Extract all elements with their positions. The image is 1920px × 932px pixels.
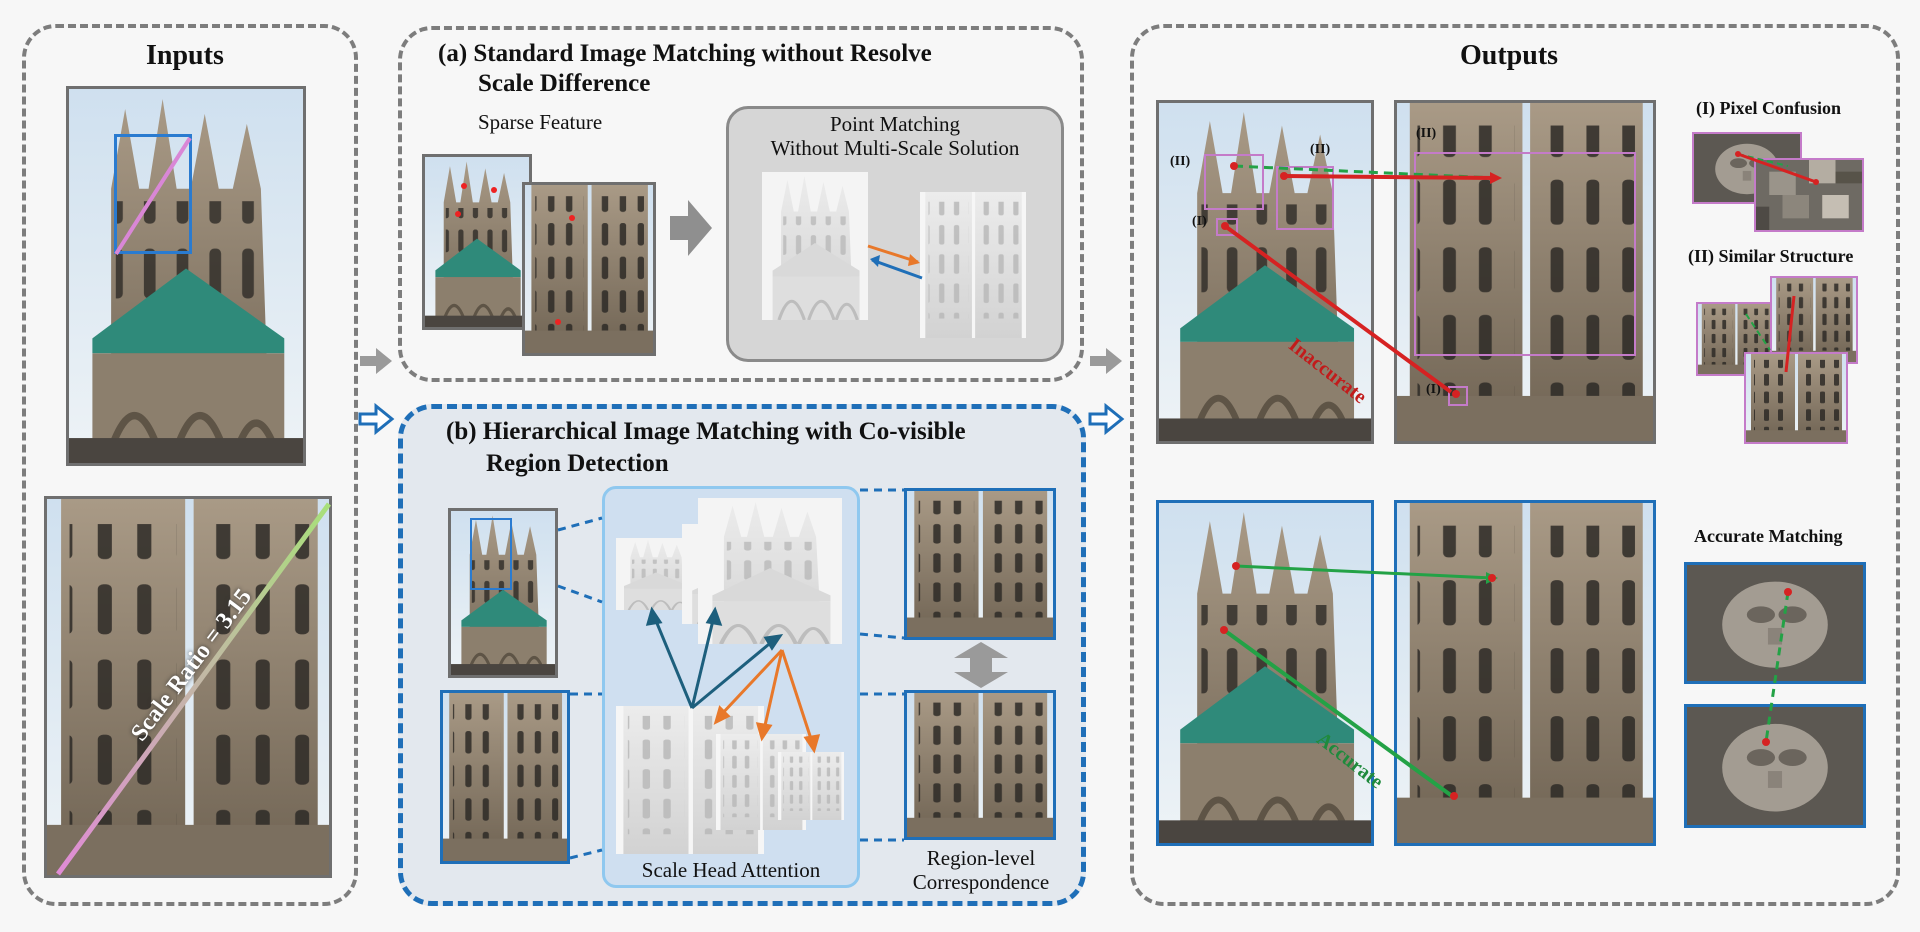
region-correspondence-arrow <box>954 642 1008 688</box>
input-crop-box <box>114 134 192 254</box>
panel-a-title-line2: Scale Difference <box>478 70 651 97</box>
output-bottom-facade <box>1156 500 1374 846</box>
panel-a <box>398 26 1084 382</box>
panel-b-title-line2: Region Detection <box>486 450 669 477</box>
inputs-panel <box>22 24 358 906</box>
input-image-tower <box>44 496 332 878</box>
similar-structure-title: (II) Similar Structure <box>1688 246 1854 266</box>
input-image-full-facade <box>66 86 306 466</box>
accurate-matching-title: Accurate Matching <box>1694 526 1843 546</box>
panel-b-dashed-connectors <box>557 488 905 860</box>
arrow-b-to-outputs <box>1088 402 1125 436</box>
panel-b-region-bottom <box>904 690 1056 840</box>
panel-a-title-line1: (a) Standard Image Matching without Reso… <box>438 40 932 67</box>
label-II-b: (II) <box>1310 142 1331 157</box>
sparse-feature-label: Sparse Feature <box>478 110 603 134</box>
label-I-a: (I) <box>1192 214 1207 229</box>
label-I-b: (I) <box>1426 382 1441 397</box>
pixel-confusion-lines <box>1735 151 1819 185</box>
point-matching-gray-tower <box>920 192 1026 338</box>
point-matching-line1: Point Matching <box>829 112 961 136</box>
panel-b-title-line1: (b) Hierarchical Image Matching with Co-… <box>446 418 966 445</box>
input-scale-ratio-line <box>55 502 332 876</box>
sparse-feature-points <box>455 183 575 325</box>
output-bottom-tower <box>1394 500 1656 846</box>
accurate-matching-patch-2 <box>1684 704 1866 828</box>
output-top-match-lines <box>1221 162 1502 398</box>
output-bottom-match-lines <box>1220 562 1498 800</box>
panel-a-gray-arrow <box>670 200 712 256</box>
panel-b-tower <box>440 690 570 864</box>
output-region-I-b <box>1448 386 1468 406</box>
pixel-confusion-patch-2 <box>1754 158 1864 232</box>
output-region-II-a <box>1204 154 1264 210</box>
arrow-a-to-outputs <box>1090 348 1122 374</box>
output-region-II-b <box>1276 166 1334 230</box>
region-correspondence-line1: Region-level <box>926 846 1036 870</box>
inputs-title: Inputs <box>146 40 224 71</box>
arrow-inputs-to-b <box>358 402 395 436</box>
outputs-panel <box>1130 24 1900 906</box>
panel-b-region-top <box>904 488 1056 640</box>
similar-structure-lines <box>1745 295 1796 373</box>
label-II-c: (II) <box>1416 126 1437 141</box>
output-top-facade <box>1156 100 1374 444</box>
label-II-a: (II) <box>1170 154 1191 169</box>
panel-a-tower <box>522 182 656 356</box>
point-matching-gray-facade <box>762 172 868 320</box>
attention-arrows <box>645 606 821 754</box>
arrow-inputs-to-a <box>360 348 392 374</box>
outputs-title: Outputs <box>1460 40 1559 71</box>
pixel-confusion-title: (I) Pixel Confusion <box>1696 98 1842 118</box>
panel-b-facade <box>448 508 558 678</box>
accurate-matching-line <box>1762 588 1792 746</box>
input-scale-line-top <box>114 136 192 256</box>
panel-b-crop-box <box>470 518 512 590</box>
point-matching-line2: Without Multi-Scale Solution <box>770 136 1020 160</box>
similar-structure-patch-3 <box>1744 352 1848 444</box>
output-region-I-a <box>1216 218 1238 236</box>
scale-head-attention-label: Scale Head Attention <box>641 858 821 882</box>
output-region-II-c <box>1414 152 1636 356</box>
point-matching-arrows <box>867 244 923 280</box>
output-top-tower <box>1394 100 1656 444</box>
region-correspondence-line2: Correspondence <box>912 870 1050 894</box>
